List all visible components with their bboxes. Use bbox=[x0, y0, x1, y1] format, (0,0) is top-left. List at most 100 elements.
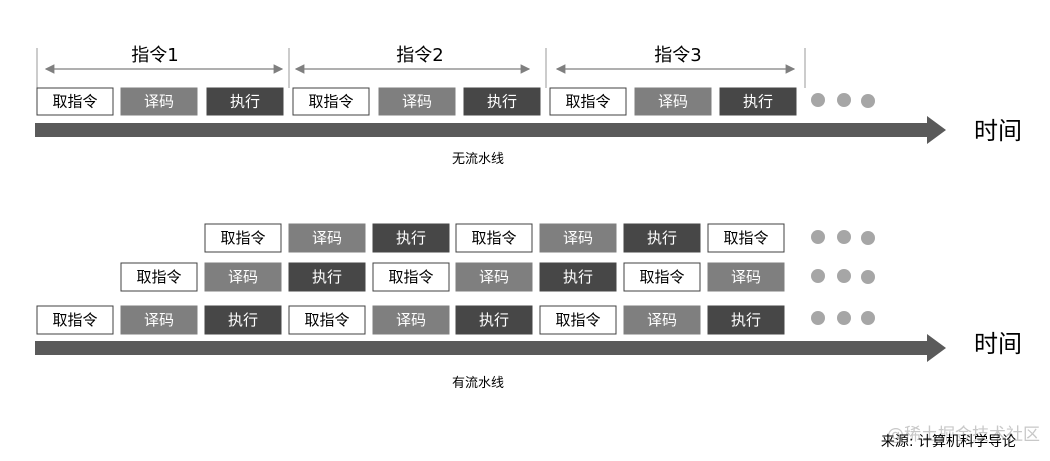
step-label: 取指令 bbox=[136, 268, 181, 286]
step-label: 取指令 bbox=[723, 229, 768, 247]
step-label: 执行 bbox=[563, 268, 593, 286]
step-label: 执行 bbox=[230, 93, 260, 111]
step-label: 译码 bbox=[479, 268, 509, 286]
step-box-rect bbox=[372, 305, 450, 335]
step-box-rect bbox=[623, 223, 701, 253]
pipeline-steps: 取指令译码执行取指令译码执行取指令取指令译码执行取指令译码执行取指令译码取指令译… bbox=[36, 223, 785, 335]
step-label: 取指令 bbox=[52, 93, 97, 111]
step-label: 译码 bbox=[402, 93, 432, 111]
caption-pipeline: 有流水线 bbox=[452, 376, 504, 391]
step-label: 译码 bbox=[563, 229, 593, 247]
step-label: 译码 bbox=[396, 311, 426, 329]
step-box: 译码 bbox=[623, 305, 701, 335]
step-box-rect bbox=[120, 262, 198, 292]
step-label: 译码 bbox=[658, 93, 688, 111]
step-box-rect bbox=[539, 223, 617, 253]
step-box-rect bbox=[378, 87, 456, 116]
time-label-bottom: 时间 bbox=[974, 330, 1022, 358]
step-box: 译码 bbox=[120, 87, 198, 116]
step-box-rect bbox=[549, 87, 627, 116]
step-box-rect bbox=[288, 262, 366, 292]
caption-no-pipeline: 无流水线 bbox=[452, 152, 504, 167]
step-box-rect bbox=[36, 305, 114, 335]
step-box: 取指令 bbox=[707, 223, 785, 253]
step-box: 取指令 bbox=[36, 305, 114, 335]
step-label: 取指令 bbox=[639, 268, 684, 286]
step-box: 译码 bbox=[634, 87, 712, 116]
step-box: 译码 bbox=[120, 305, 198, 335]
step-label: 取指令 bbox=[52, 311, 97, 329]
step-box: 取指令 bbox=[36, 87, 114, 116]
step-label: 执行 bbox=[731, 311, 761, 329]
step-box-rect bbox=[623, 262, 701, 292]
step-box-rect bbox=[623, 305, 701, 335]
step-box-rect bbox=[120, 87, 198, 116]
step-label: 译码 bbox=[228, 268, 258, 286]
step-box: 译码 bbox=[707, 262, 785, 292]
step-box-rect bbox=[292, 87, 370, 116]
instruction-label-2: 指令2 bbox=[396, 45, 443, 66]
time-arrow-top bbox=[35, 116, 946, 144]
step-box: 执行 bbox=[539, 262, 617, 292]
step-box: 取指令 bbox=[292, 87, 370, 116]
step-label: 译码 bbox=[144, 93, 174, 111]
step-label: 译码 bbox=[144, 311, 174, 329]
step-box: 译码 bbox=[378, 87, 456, 116]
step-box-rect bbox=[455, 262, 533, 292]
step-box-rect bbox=[372, 262, 450, 292]
step-label: 译码 bbox=[312, 229, 342, 247]
time-arrow-bottom bbox=[35, 334, 946, 362]
step-box: 取指令 bbox=[549, 87, 627, 116]
instruction-label-3: 指令3 bbox=[654, 45, 701, 66]
step-label: 译码 bbox=[731, 268, 761, 286]
step-box: 执行 bbox=[204, 305, 282, 335]
step-label: 取指令 bbox=[388, 268, 433, 286]
step-label: 执行 bbox=[228, 311, 258, 329]
step-label: 取指令 bbox=[304, 311, 349, 329]
step-box-rect bbox=[455, 223, 533, 253]
step-box-rect bbox=[36, 87, 114, 116]
step-box: 执行 bbox=[463, 87, 541, 116]
step-box-rect bbox=[463, 87, 541, 116]
step-box: 取指令 bbox=[623, 262, 701, 292]
step-box-rect bbox=[120, 305, 198, 335]
step-label: 取指令 bbox=[220, 229, 265, 247]
step-box: 取指令 bbox=[455, 223, 533, 253]
step-box-rect bbox=[204, 223, 282, 253]
step-box-rect bbox=[707, 223, 785, 253]
step-box-rect bbox=[719, 87, 797, 116]
step-label: 取指令 bbox=[565, 93, 610, 111]
step-label: 译码 bbox=[647, 311, 677, 329]
time-label-top: 时间 bbox=[974, 117, 1022, 145]
step-label: 取指令 bbox=[471, 229, 516, 247]
step-label: 执行 bbox=[396, 229, 426, 247]
step-box: 取指令 bbox=[539, 305, 617, 335]
step-box-rect bbox=[455, 305, 533, 335]
instruction-brackets: 指令1 指令2 指令3 bbox=[36, 45, 806, 88]
step-box-rect bbox=[539, 262, 617, 292]
step-box-rect bbox=[288, 305, 366, 335]
step-box: 译码 bbox=[539, 223, 617, 253]
step-box: 译码 bbox=[372, 305, 450, 335]
step-box: 执行 bbox=[623, 223, 701, 253]
step-box: 执行 bbox=[707, 305, 785, 335]
step-box-rect bbox=[288, 223, 366, 253]
step-label: 执行 bbox=[647, 229, 677, 247]
step-box: 译码 bbox=[204, 262, 282, 292]
step-box-rect bbox=[707, 305, 785, 335]
step-box: 译码 bbox=[455, 262, 533, 292]
watermark: @稀土掘金技术社区 bbox=[887, 425, 1040, 445]
step-label: 取指令 bbox=[555, 311, 600, 329]
continuation-dots-top bbox=[811, 93, 875, 108]
step-box-rect bbox=[539, 305, 617, 335]
source-text: 来源: 计算机科学导论 bbox=[881, 434, 1016, 450]
step-label: 执行 bbox=[479, 311, 509, 329]
instruction-label-1: 指令1 bbox=[131, 45, 178, 66]
step-box: 执行 bbox=[455, 305, 533, 335]
step-box-rect bbox=[707, 262, 785, 292]
step-box: 取指令 bbox=[288, 305, 366, 335]
step-box-rect bbox=[206, 87, 284, 116]
step-box: 执行 bbox=[372, 223, 450, 253]
step-box: 取指令 bbox=[120, 262, 198, 292]
